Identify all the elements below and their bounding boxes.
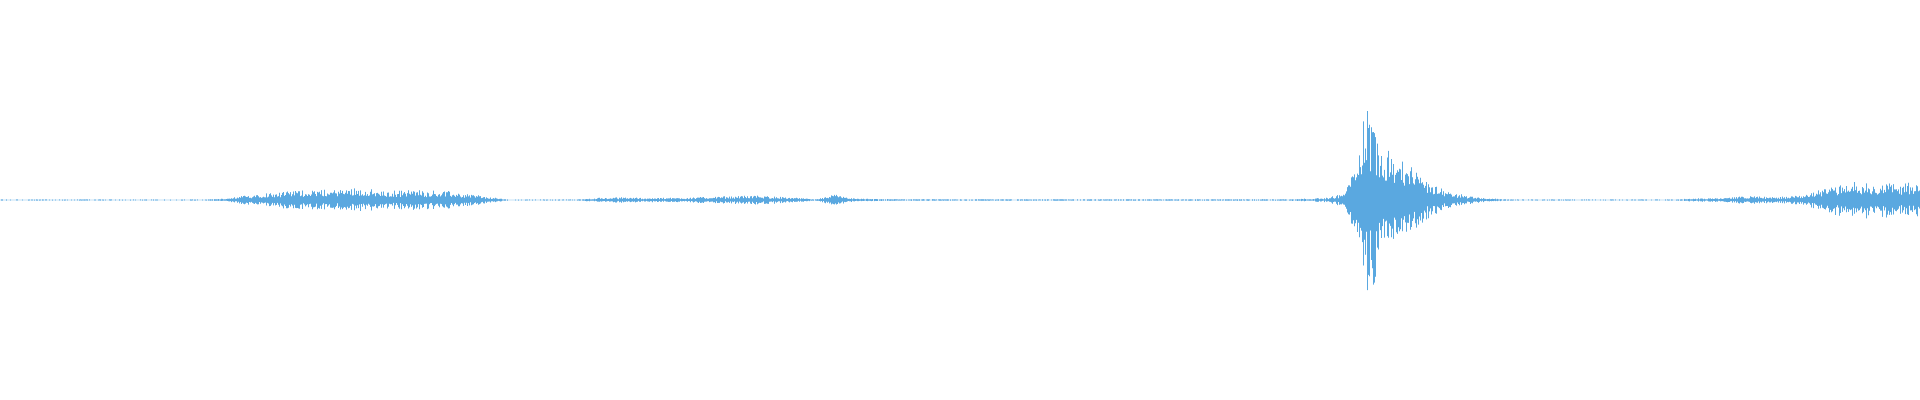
waveform-samples (1, 111, 1920, 291)
waveform-trace (1, 111, 1920, 291)
